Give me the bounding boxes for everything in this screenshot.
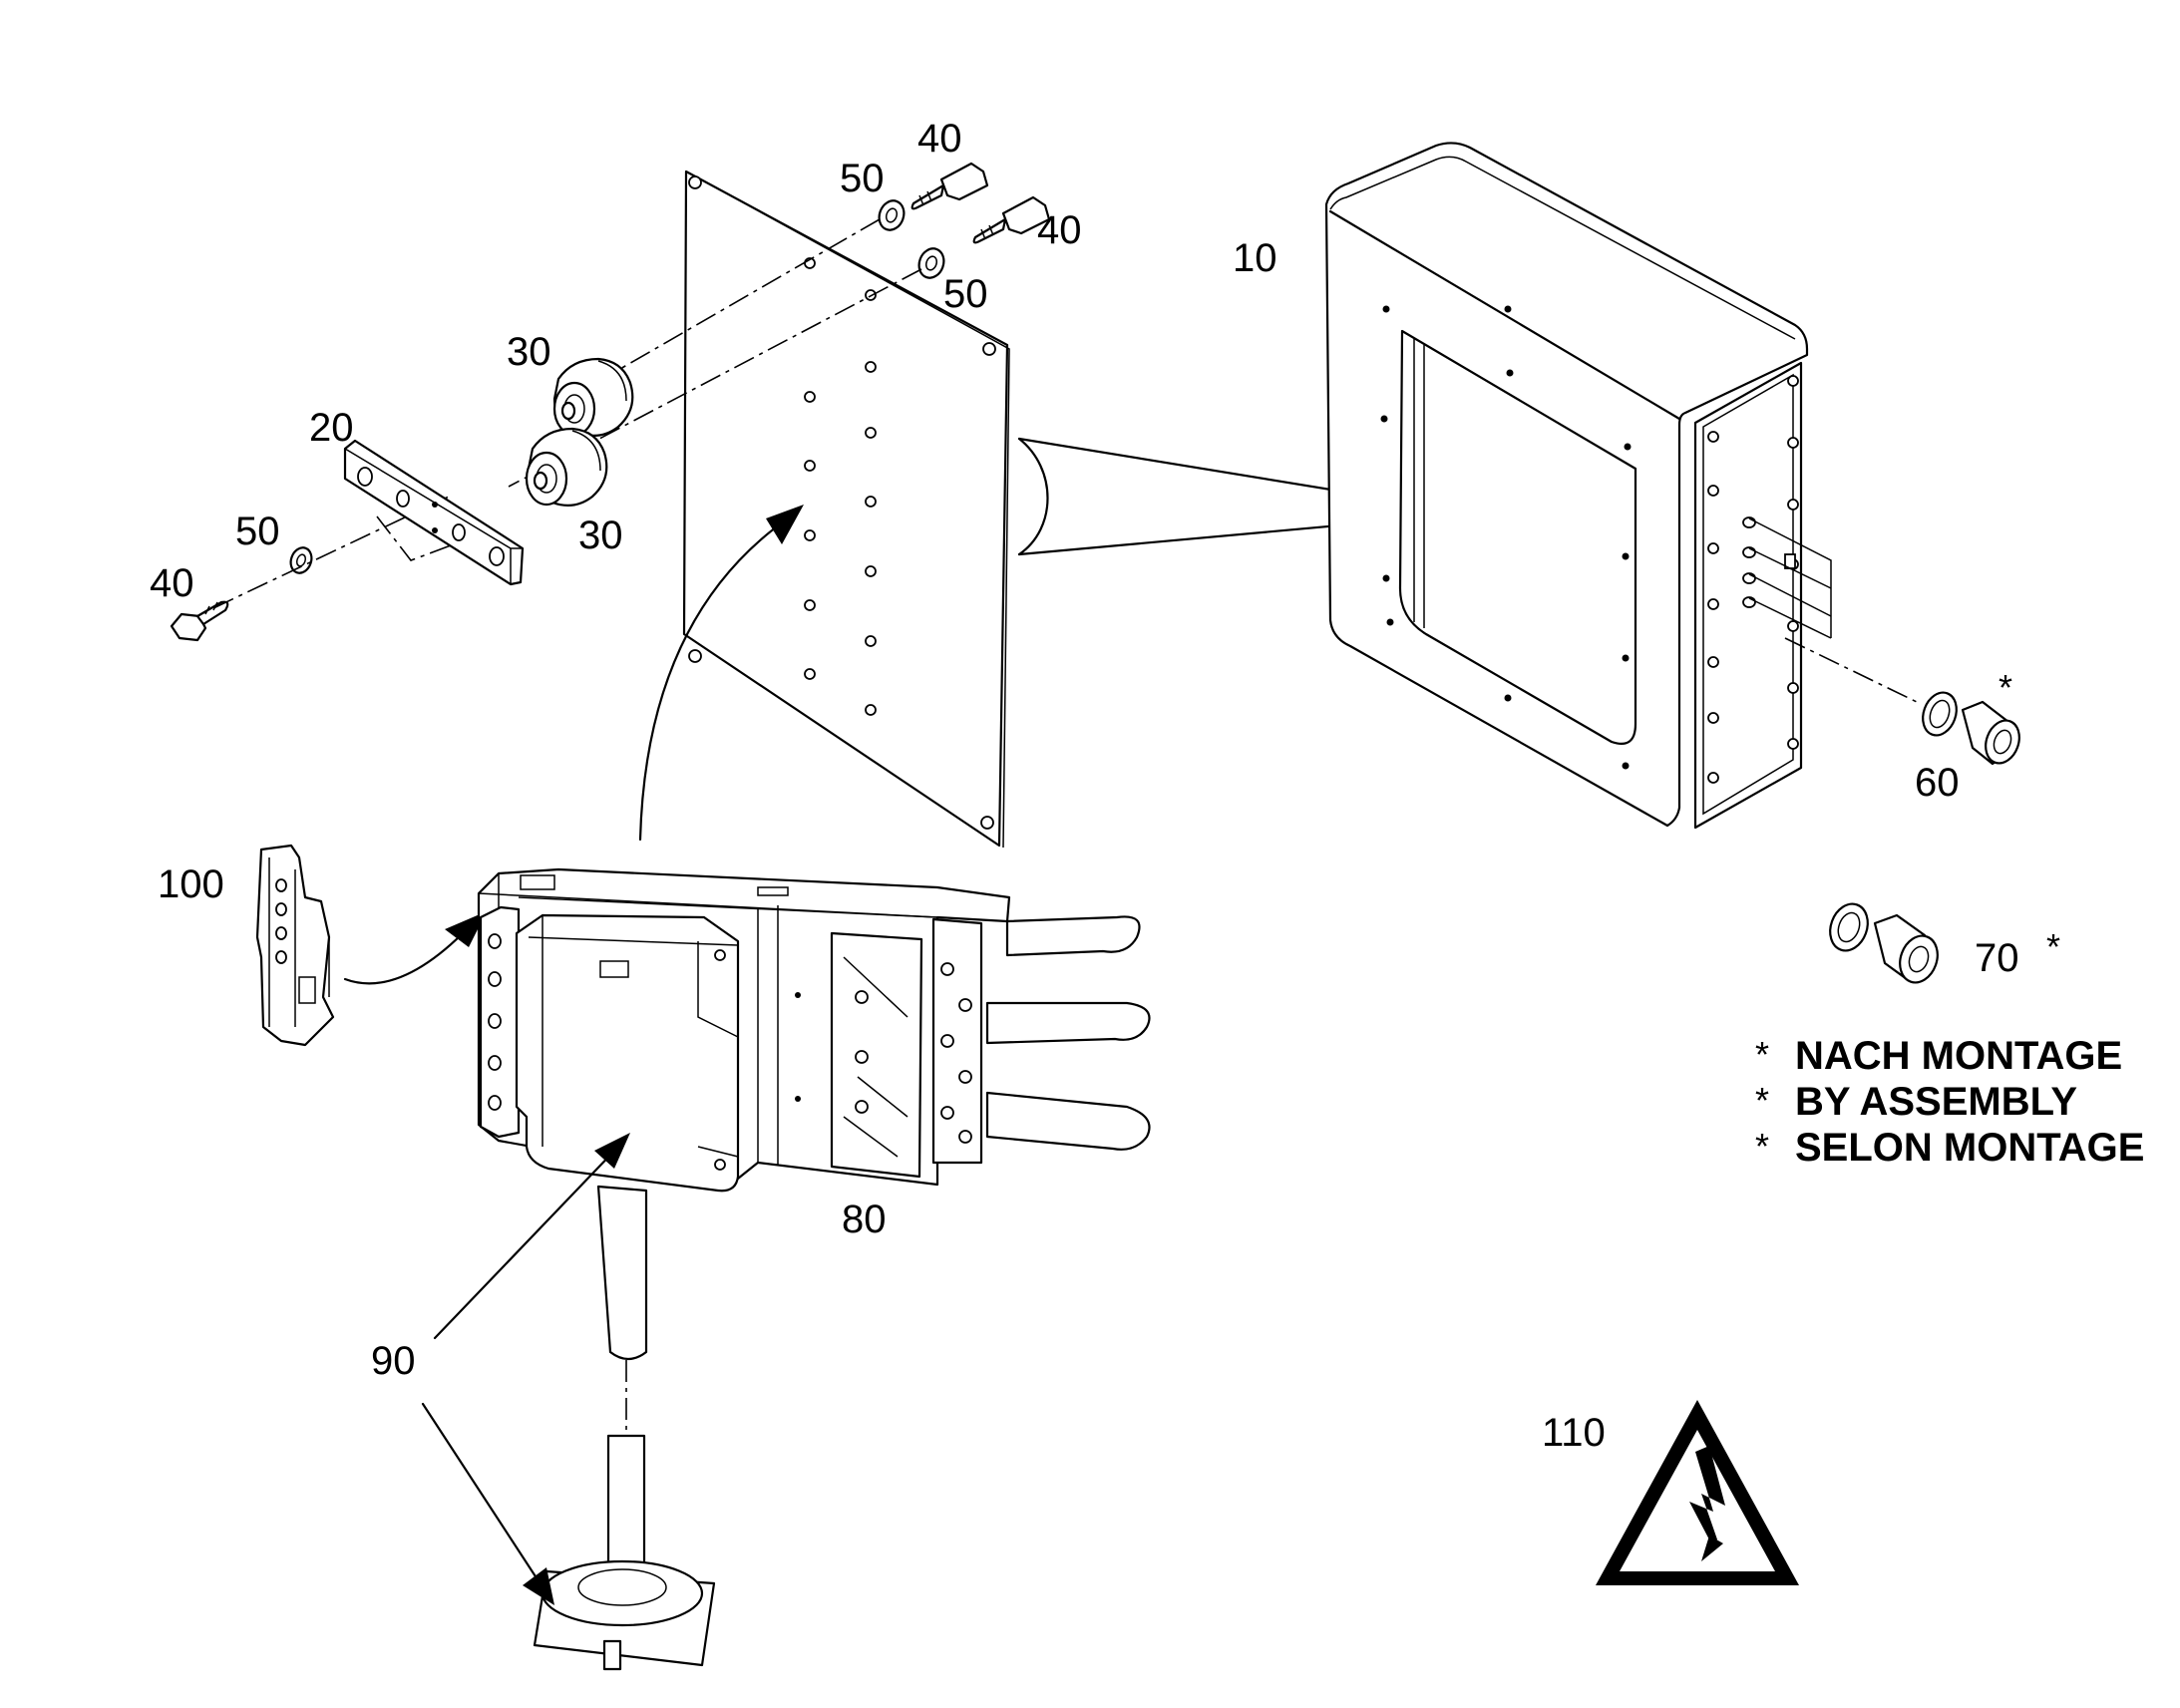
washer-50-top bbox=[878, 199, 906, 231]
note-asterisk-1: * bbox=[1755, 1034, 1769, 1075]
controller-unit-80 bbox=[477, 867, 1151, 1671]
note-line-1: NACH MONTAGE bbox=[1795, 1034, 2122, 1078]
asterisk-60: * bbox=[1998, 667, 2012, 708]
label-10: 10 bbox=[1233, 236, 1277, 280]
note-asterisk-2: * bbox=[1755, 1080, 1769, 1121]
label-30-top: 30 bbox=[507, 330, 551, 374]
bolt-40-left bbox=[170, 600, 229, 642]
label-80: 80 bbox=[842, 1197, 887, 1241]
label-20: 20 bbox=[309, 406, 354, 450]
label-30-bottom: 30 bbox=[578, 513, 623, 557]
bolt-40-top bbox=[910, 162, 989, 210]
label-40-left: 40 bbox=[150, 561, 194, 605]
electrical-hazard-warning-icon bbox=[1596, 1400, 1799, 1585]
washer-50-left bbox=[289, 546, 313, 574]
label-50-left: 50 bbox=[235, 510, 280, 553]
washer-50-right bbox=[917, 247, 945, 279]
asterisk-70: * bbox=[2046, 926, 2060, 967]
label-50-top: 50 bbox=[840, 157, 885, 200]
label-90: 90 bbox=[371, 1339, 416, 1383]
label-50-right: 50 bbox=[943, 272, 988, 316]
assembly-notes: * NACH MONTAGE * BY ASSEMBLY * SELON MON… bbox=[1755, 1034, 2144, 1170]
cable-gland-70 bbox=[1829, 902, 1939, 984]
mounting-plate bbox=[682, 170, 1010, 849]
note-line-2: BY ASSEMBLY bbox=[1795, 1080, 2077, 1124]
note-asterisk-3: * bbox=[1755, 1126, 1769, 1167]
label-70: 70 bbox=[1975, 936, 2019, 980]
label-100: 100 bbox=[158, 862, 224, 906]
leader-lines bbox=[421, 505, 804, 1605]
terminal-block-100 bbox=[255, 844, 487, 1047]
cable-gland-60 bbox=[1922, 691, 2020, 766]
label-40-right: 40 bbox=[1037, 208, 1082, 252]
enclosure bbox=[1324, 142, 1918, 830]
rubber-mount-30-top bbox=[552, 357, 634, 438]
label-40-top: 40 bbox=[917, 117, 962, 161]
mounting-bar-20 bbox=[343, 439, 525, 586]
bolt-40-right bbox=[972, 195, 1051, 244]
label-60: 60 bbox=[1915, 761, 1960, 805]
label-110: 110 bbox=[1542, 1411, 1606, 1455]
note-line-3: SELON MONTAGE bbox=[1795, 1126, 2144, 1170]
rubber-mount-30-bottom bbox=[525, 427, 608, 508]
